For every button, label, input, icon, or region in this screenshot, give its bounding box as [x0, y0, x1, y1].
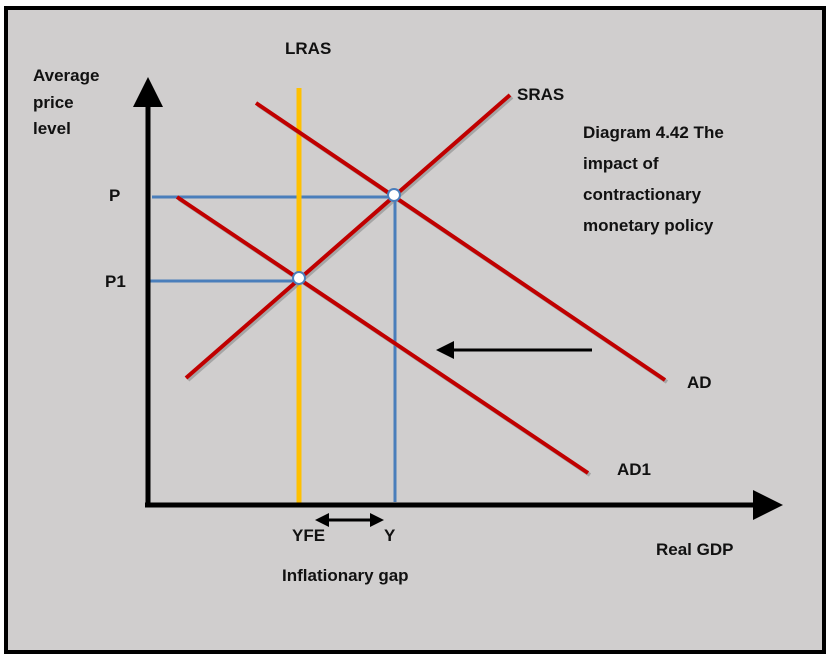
y-axis-label-2: price [33, 93, 74, 112]
equilibrium-point-new [292, 271, 306, 285]
x-axis-label: Real GDP [656, 540, 733, 559]
title-line-3: contractionary [583, 185, 702, 204]
sras-curve [184, 93, 512, 380]
ad-curve [254, 101, 667, 382]
title-line-1: Diagram 4.42 The [583, 123, 724, 142]
equilibrium-point-initial [387, 188, 401, 202]
frame [4, 6, 826, 654]
ad-label: AD [687, 373, 712, 392]
title-line-4: monetary policy [583, 216, 714, 235]
yfe-label: YFE [292, 526, 325, 545]
ad1-curve [175, 195, 590, 475]
y-axis-label-1: Average [33, 66, 99, 85]
p-label: P [109, 186, 120, 205]
sras-label: SRAS [517, 85, 564, 104]
y-label: Y [384, 526, 396, 545]
lras-label: LRAS [285, 39, 331, 58]
y-axis-label-3: level [33, 119, 71, 138]
inflationary-gap-label: Inflationary gap [282, 566, 409, 585]
p1-label: P1 [105, 272, 126, 291]
ad1-label: AD1 [617, 460, 651, 479]
title-line-2: impact of [583, 154, 659, 173]
